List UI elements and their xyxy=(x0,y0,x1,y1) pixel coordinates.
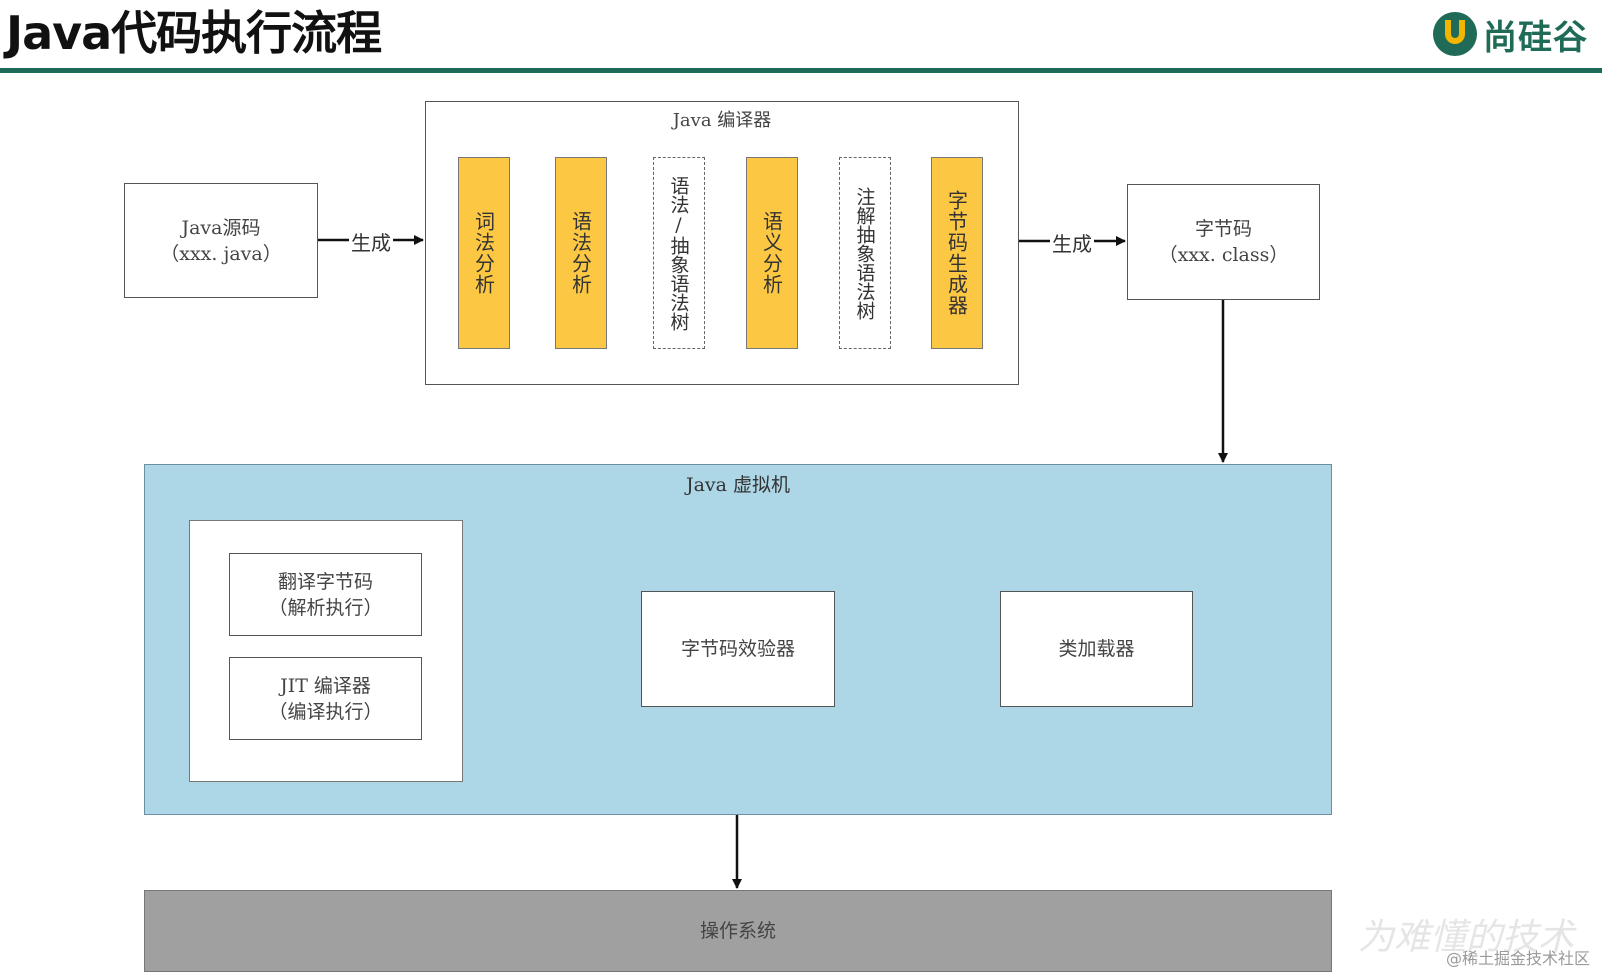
header-rule xyxy=(0,68,1602,73)
java-compiler-title: Java 编译器 xyxy=(672,110,772,131)
stage-syntax-analysis: 语法分析 xyxy=(555,157,607,349)
interpreter-sublabel: （解析执行） xyxy=(268,596,383,619)
logo-mark-icon xyxy=(1433,12,1477,56)
bytecode-verifier-box: 字节码效验器 xyxy=(641,591,835,707)
edge-label-generate-out: 生成 xyxy=(1050,228,1094,257)
logo: 尚硅谷 xyxy=(1433,8,1588,60)
slide-title: Java代码执行流程 xyxy=(6,6,382,60)
stage-bytecode-generator: 字节码生成器 xyxy=(931,157,983,349)
bytecode-label: 字节码 xyxy=(1194,218,1252,240)
stage-syntax-tree: 语法/抽象语法树 xyxy=(653,157,705,349)
bytecode-box: 字节码 （xxx. class） xyxy=(1127,184,1320,300)
stage-lexical-analysis: 词法分析 xyxy=(458,157,510,349)
watermark-credit: @稀土掘金技术社区 xyxy=(1445,949,1590,968)
watermark-faint: 为难懂的技术 xyxy=(1357,917,1574,958)
stage-annotated-syntax-tree: 注解抽象语法树 xyxy=(839,157,891,349)
java-vm-title: Java 虚拟机 xyxy=(685,474,791,496)
java-source-label: Java源码 xyxy=(181,216,261,239)
jit-compiler-sublabel: （编译执行） xyxy=(268,700,383,723)
interpreter-box: 翻译字节码 （解析执行） xyxy=(229,553,422,636)
edge-label-generate-in: 生成 xyxy=(349,227,393,256)
bytecode-filename: （xxx. class） xyxy=(1158,244,1289,266)
java-source-box: Java源码 （xxx. java） xyxy=(124,183,318,298)
java-source-filename: （xxx. java） xyxy=(160,242,282,265)
stage-semantic-analysis: 语义分析 xyxy=(746,157,798,349)
class-loader-box: 类加载器 xyxy=(1000,591,1193,707)
jit-compiler-label: JIT 编译器 xyxy=(280,674,371,697)
logo-text: 尚硅谷 xyxy=(1483,17,1588,58)
interpreter-label: 翻译字节码 xyxy=(277,570,373,593)
java-compiler-frame xyxy=(425,101,1019,385)
operating-system-bar: 操作系统 xyxy=(144,890,1332,972)
jit-compiler-box: JIT 编译器 （编译执行） xyxy=(229,657,422,740)
